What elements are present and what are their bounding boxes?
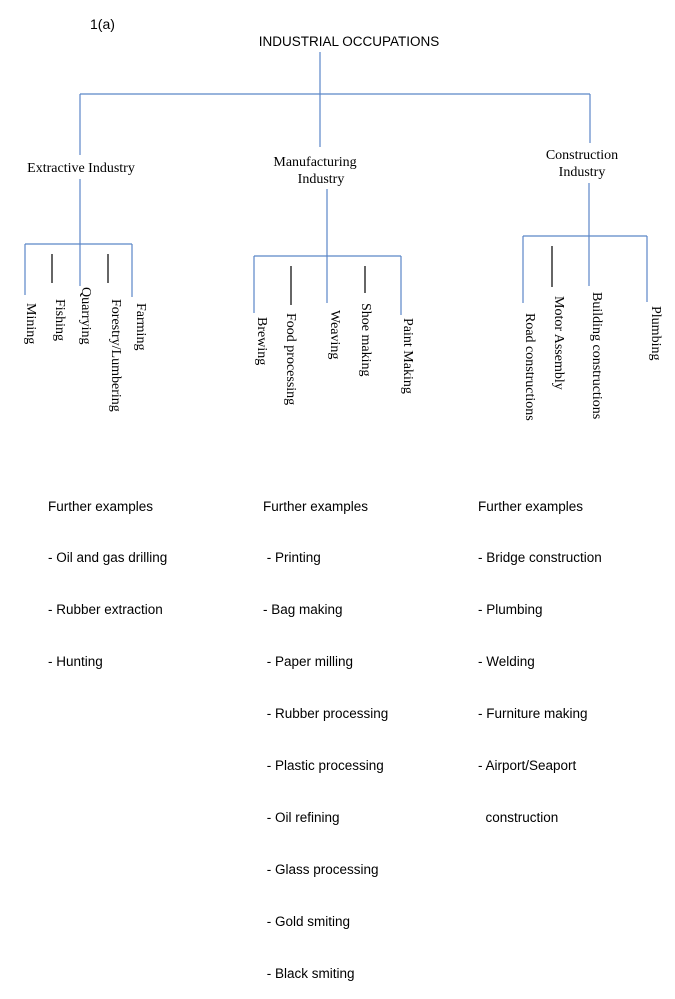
further-example-item: construction	[478, 809, 559, 825]
further-example-item: - Hunting	[48, 654, 103, 670]
leaf-paint-making: Paint Making	[400, 318, 415, 394]
further-examples-construction: Further examples - Bridge construction -…	[478, 463, 602, 844]
further-example-item: - Black smiting	[263, 965, 355, 981]
leaf-mining: Mining	[23, 303, 38, 344]
further-examples-extractive: Further examples - Oil and gas drilling …	[48, 463, 167, 688]
further-example-item: - Oil and gas drilling	[48, 550, 168, 566]
leaf-farming: Farming	[133, 303, 148, 350]
further-example-item: - Welding	[478, 654, 535, 670]
leaf-road-constructions: Road constructions	[522, 313, 537, 421]
leaf-quarrying: Quarrying	[78, 287, 93, 345]
occupations-tree-diagram: 1(a) INDUSTRIAL OCCUPATIONS Extractive I…	[23, 16, 663, 421]
further-example-item: - Rubber processing	[263, 706, 389, 722]
leaf-shoe-making: Shoe making	[358, 303, 373, 377]
further-example-item: - Bag making	[263, 602, 343, 618]
further-example-item: - Rubber extraction	[48, 602, 163, 618]
leaf-fishing: Fishing	[52, 299, 67, 341]
leaf-plumbing: Plumbing	[648, 306, 663, 360]
further-example-item: - Printing	[263, 550, 321, 566]
further-examples-title: Further examples	[263, 498, 369, 514]
leaf-forestry: Forestry/Lumbering	[108, 299, 123, 412]
leaf-brewing: Brewing	[254, 317, 269, 365]
further-example-item: - Plastic processing	[263, 758, 384, 774]
branch-title-manufacturing-line2: Industry	[298, 172, 345, 187]
further-example-item: - Furniture making	[478, 706, 588, 722]
further-example-item: - Paper milling	[263, 654, 354, 670]
further-example-item: - Airport/Seaport	[478, 758, 577, 774]
branch-title-construction-line2: Industry	[559, 165, 606, 180]
further-example-item: - Gold smiting	[263, 913, 351, 929]
leaf-motor-assembly: Motor Assembly	[551, 296, 566, 390]
leaf-food-processing: Food processing	[283, 313, 298, 405]
further-examples-manufacturing: Further examples - Printing - Bag making…	[263, 463, 388, 999]
leaf-weaving: Weaving	[327, 310, 342, 359]
root-title: INDUSTRIAL OCCUPATIONS	[259, 34, 440, 49]
branch-title-manufacturing: Manufacturing	[273, 155, 356, 170]
further-examples-title: Further examples	[48, 498, 154, 514]
leaf-building-constructions: Building constructions	[589, 292, 604, 419]
further-example-item: - Oil refining	[263, 809, 340, 825]
branch-title-extractive: Extractive Industry	[27, 161, 135, 176]
question-label: 1(a)	[90, 16, 115, 32]
further-example-item: - Glass processing	[263, 861, 379, 877]
branch-title-construction: Construction	[546, 148, 618, 163]
further-examples-title: Further examples	[478, 498, 584, 514]
further-example-item: - Plumbing	[478, 602, 543, 618]
further-example-item: - Bridge construction	[478, 550, 602, 566]
